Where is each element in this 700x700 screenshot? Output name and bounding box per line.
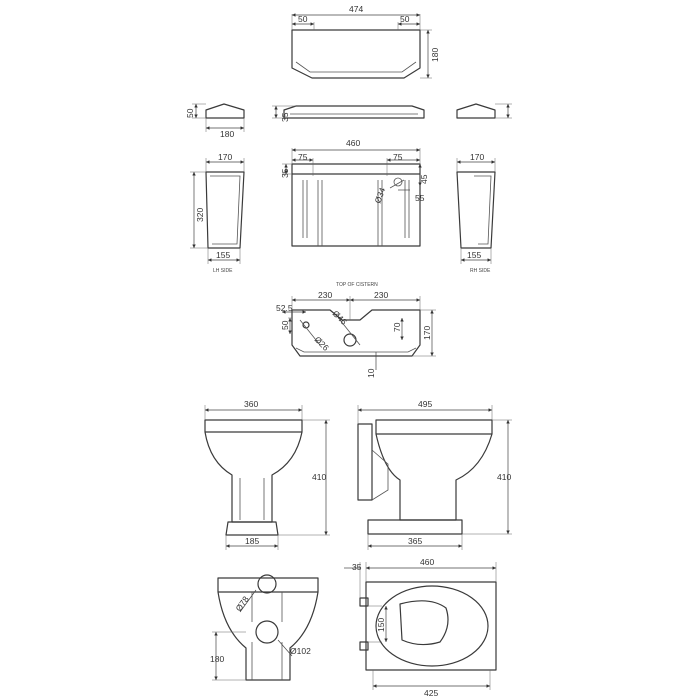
seat-hinge-offset-label: 35: [352, 562, 362, 572]
cistern-rh-side-view: 170 155 RH SIDE: [456, 152, 496, 274]
top-back-gap-label: 10: [366, 368, 376, 378]
top-inlet-diameter-label: Ø46: [331, 308, 350, 327]
cistern-top-view: TOP OF CISTERN 52.5 230 230 50 Ø46 Ø26 7…: [276, 282, 436, 378]
front-top-offset-label: 35: [280, 168, 290, 178]
pan-seat-plan-view: 460 35 150 425: [344, 557, 497, 698]
lid-side-height-label: 50: [185, 108, 195, 118]
pan-side-base-label: 365: [408, 536, 422, 546]
lh-width-bottom-label: 155: [216, 250, 230, 260]
lh-side-caption: LH SIDE: [213, 268, 233, 274]
front-width-label: 460: [346, 138, 360, 148]
front-lever-offset-label: 55: [415, 193, 425, 203]
lid-depth-label: 180: [430, 48, 440, 62]
cistern-lid-side-right: [456, 103, 512, 119]
pan-front-view: 360 410 185: [204, 399, 330, 550]
top-depth-label: 170: [422, 326, 432, 340]
seat-hinge-spacing-label: 150: [376, 618, 386, 632]
pan-rear-view: Ø78 Ø102 180: [210, 574, 319, 681]
rear-outlet-height-label: 180: [210, 654, 224, 664]
lid-inset-left-label: 50: [298, 14, 308, 24]
pan-front-height-label: 410: [312, 472, 326, 482]
front-recess-left-label: 75: [298, 152, 308, 162]
lid-side-width-label: 180: [220, 129, 234, 139]
seat-width-label: 460: [420, 557, 434, 567]
top-inlet-depth-label: 70: [392, 322, 402, 332]
top-of-cistern-caption: TOP OF CISTERN: [336, 282, 378, 288]
cistern-front-view: 460 75 75 35 Ø34 45 55: [280, 138, 429, 247]
lid-front-height-label: 35: [280, 112, 290, 122]
lh-height-label: 320: [195, 208, 205, 222]
rear-outlet-diameter-label: Ø78: [233, 594, 251, 613]
front-recess-right-label: 75: [393, 152, 403, 162]
top-right-spacing-label: 230: [374, 290, 388, 300]
rh-side-caption: RH SIDE: [470, 268, 491, 274]
front-lever-drop-label: 45: [419, 174, 429, 184]
top-edge-offset-label: 52.5: [276, 303, 293, 313]
cistern-lid-front: 35: [272, 105, 425, 122]
cistern-lh-side-view: 170 320 155 LH SIDE: [190, 152, 245, 274]
front-hole-diameter-label: Ø34: [372, 186, 387, 205]
lid-inset-right-label: 50: [400, 14, 410, 24]
lid-width-label: 474: [349, 4, 363, 14]
top-left-spacing-label: 230: [318, 290, 332, 300]
cistern-lid-side-left: 50 180: [185, 103, 245, 139]
seat-base-width-label: 425: [424, 688, 438, 698]
pan-side-view: 495 410 365: [357, 399, 512, 550]
top-left-hole-offset-label: 50: [280, 320, 290, 330]
pan-front-width-label: 360: [244, 399, 258, 409]
rh-width-top-label: 170: [470, 152, 484, 162]
top-outlet-diameter-label: Ø26: [313, 334, 332, 353]
cistern-lid-top-view: 474 50 50 180: [291, 4, 440, 79]
lh-width-top-label: 170: [218, 152, 232, 162]
rh-width-bottom-label: 155: [467, 250, 481, 260]
pan-front-base-label: 185: [245, 536, 259, 546]
rear-inlet-diameter-label: Ø102: [290, 646, 311, 656]
pan-side-length-label: 495: [418, 399, 432, 409]
pan-side-height-label: 410: [497, 472, 511, 482]
